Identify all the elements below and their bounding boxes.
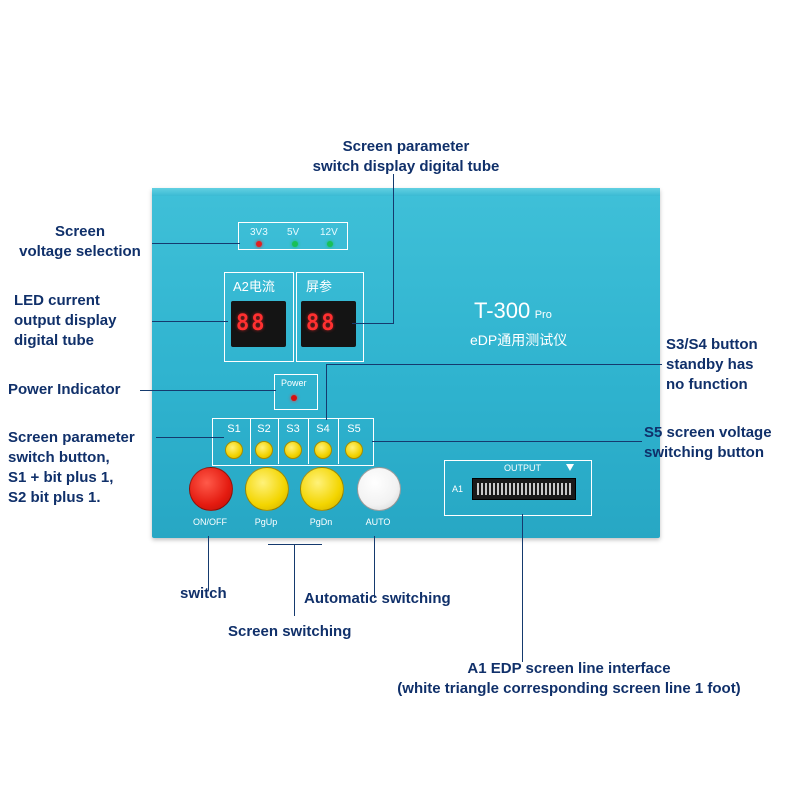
callout-line: switch display digital tube [312,158,500,175]
leader-line-s3s4 [326,364,327,420]
callout-voltage-selection: Screen voltage selection [8,222,152,262]
leader-line-screen-param-display [352,323,394,324]
callout-line: switch button, [8,449,110,466]
pgdn-label: PgDn [309,517,333,527]
on-off-button[interactable] [189,467,233,511]
callout-screen-param-button: Screen parameter switch button, S1 + bit… [8,428,135,508]
a1-port-label: A1 [452,484,464,494]
auto-label: AUTO [365,517,391,527]
leader-line-switch [208,536,209,590]
led-current-display-title: A2电流 [233,279,275,294]
callout-screen-switching: Screen switching [228,623,352,640]
callout-s5: S5 screen voltage switching button [644,423,772,463]
voltage-label-5v: 5V [287,227,300,238]
s1-button[interactable] [225,441,243,459]
led-current-display-frame [224,272,294,362]
callout-led-current: LED current output display digital tube [14,291,117,351]
s5-button[interactable] [345,441,363,459]
callout-line: digital tube [14,332,94,349]
power-indicator-frame [274,374,318,410]
s5-label: S5 [347,423,361,435]
screen-param-display-title: 屏参 [306,279,333,294]
brand-subtitle: eDP通用测试仪 [470,332,568,348]
s1-label: S1 [227,423,241,435]
callout-switch: switch [180,585,227,602]
callout-s3s4: S3/S4 button standby has no function [666,335,758,395]
pin1-triangle-icon [566,464,574,471]
s3-label: S3 [286,423,300,435]
s-divider [278,418,279,464]
s4-label: S4 [316,423,330,435]
s-divider [250,418,251,464]
s-button-group [212,418,374,466]
s4-button[interactable] [314,441,332,459]
callout-line: S3/S4 button [666,336,758,353]
callout-line: output display [14,312,117,329]
pgup-label: PgUp [254,517,278,527]
brand-suffix: Pro [534,309,552,321]
voltage-led-12v [327,241,333,247]
callout-line: S2 bit plus 1. [8,489,101,506]
callout-line: A1 EDP screen line interface [467,660,671,677]
callout-line: (white triangle corresponding screen lin… [397,680,741,697]
s2-label: S2 [257,423,271,435]
callout-automatic-switching: Automatic switching [304,590,451,607]
power-indicator-led [291,395,297,401]
callout-line: standby has [666,356,754,373]
brand-title: T-300 Pro [474,298,552,324]
callout-line: switching button [644,444,764,461]
leader-line-auto [374,536,375,598]
voltage-led-3v3 [256,241,262,247]
callout-power-indicator: Power Indicator [8,381,121,398]
voltage-label-3v3: 3V3 [250,227,268,238]
callout-line: Screen parameter [8,429,135,446]
leader-line-voltage-selection [152,243,240,244]
leader-line-screen-param-display [393,174,394,324]
leader-line-screen-switching [294,544,295,616]
connector-pins [477,483,571,495]
led-current-digital-tube [231,301,286,347]
brand-name: T-300 [474,298,531,323]
edp-connector-socket[interactable] [472,478,576,500]
leader-line-power-indicator [140,390,276,391]
callout-line: no function [666,376,748,393]
leader-line-s5 [372,441,642,442]
pgdn-button[interactable] [300,467,344,511]
callout-line: Screen parameter [342,138,470,155]
output-label: OUTPUT [504,463,541,473]
leader-line-a1-interface [522,514,523,662]
leader-line-screen-switching [268,544,322,545]
on-off-label: ON/OFF [193,517,227,527]
screen-param-digits: 88 [306,311,337,336]
power-label: Power [281,378,307,388]
voltage-led-group [238,222,348,250]
voltage-led-5v [292,241,298,247]
callout-line: Screen [54,223,106,240]
callout-line: voltage selection [19,243,141,260]
s-divider [308,418,309,464]
s3-button[interactable] [284,441,302,459]
callout-line: S1 + bit plus 1, [8,469,114,486]
leader-line-screen-param-button [156,437,224,438]
callout-a1-interface: A1 EDP screen line interface (white tria… [364,659,774,699]
auto-button[interactable] [357,467,401,511]
pgup-button[interactable] [245,467,289,511]
led-current-digits: 88 [236,311,267,336]
callout-line: S5 screen voltage [644,424,772,441]
screen-param-display-frame [296,272,364,362]
leader-line-led-current [152,321,228,322]
voltage-label-12v: 12V [320,227,338,238]
callout-screen-param-display: Screen parameter switch display digital … [306,137,506,177]
s-divider [338,418,339,464]
device-top-edge [152,188,660,196]
screen-param-digital-tube [301,301,356,347]
leader-line-s3s4 [326,364,662,365]
callout-line: LED current [14,292,100,309]
output-connector-frame [444,460,592,516]
s2-button[interactable] [255,441,273,459]
